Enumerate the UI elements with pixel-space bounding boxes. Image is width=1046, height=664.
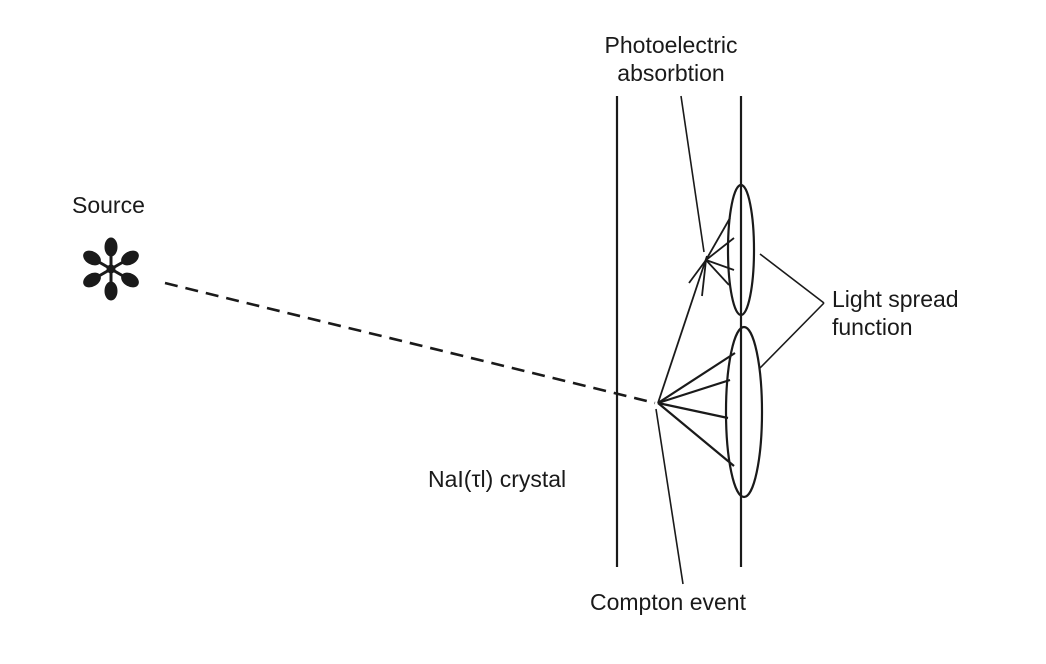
scattered-photon-path (657, 255, 708, 404)
source-label: Source (72, 192, 145, 218)
photoelectric-label-line2: absorbtion (617, 60, 725, 86)
light-spread-label-line2: function (832, 314, 913, 340)
photoelectric-label-line1: Photoelectric (604, 32, 738, 58)
compton-event-label: Compton event (590, 589, 746, 615)
light-spread-ellipse-lower (724, 325, 764, 499)
photoelectric-absorption-label: Photoelectric absorbtion (578, 31, 764, 87)
photoelectric-leader-line (680, 95, 705, 253)
radiation-source-asterisk-icon (83, 237, 139, 301)
crystal-label: NaI(τl) crystal (428, 466, 567, 492)
light-spread-ellipse-upper (726, 183, 756, 317)
compton-leader-line (655, 408, 684, 585)
gamma-ray-path (164, 281, 656, 405)
light-spread-label-line1: Light spread (832, 286, 959, 312)
photoelectric-light-rays (688, 217, 735, 297)
light-spread-leader-lower (759, 302, 825, 369)
compton-light-rays (657, 352, 736, 467)
light-spread-leader-upper (759, 253, 825, 304)
light-spread-function-label: Light spread function (832, 285, 959, 341)
